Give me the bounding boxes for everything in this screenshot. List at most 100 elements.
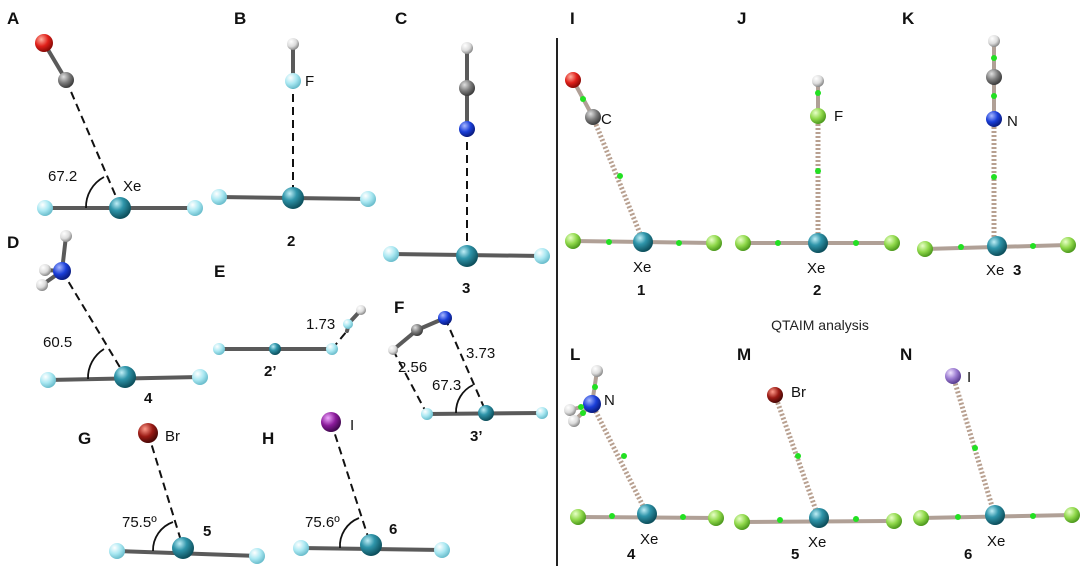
- i-label: I: [350, 417, 354, 434]
- fluorine-atom: [1064, 507, 1080, 523]
- bond-critical-point: [580, 96, 586, 102]
- hydrogen-atom: [388, 345, 398, 355]
- angle-arc: [455, 384, 474, 414]
- nitrogen-atom: [583, 395, 601, 413]
- contact-line: [65, 79, 121, 207]
- xenon-atom: [269, 343, 281, 355]
- nitrogen-atom: [986, 111, 1002, 127]
- fluorine-atom: [109, 543, 125, 559]
- xe-label: Xe: [987, 533, 1005, 550]
- bond-critical-point: [853, 516, 859, 522]
- distance-label: 1.73: [306, 316, 335, 333]
- fluorine-atom: [917, 241, 933, 257]
- panel-letter-n: N: [900, 345, 912, 364]
- bond-critical-point: [991, 55, 997, 61]
- distance-label: 3.73: [466, 345, 495, 362]
- bond-critical-point: [815, 90, 821, 96]
- fluorine-atom: [249, 548, 265, 564]
- panel-g: G Br 75.5º 5: [78, 423, 265, 564]
- iodine-atom: [945, 368, 961, 384]
- f-label: F: [305, 73, 314, 90]
- fluorine-atom: [293, 540, 309, 556]
- panel-f: F 2.56 3.73 67.3 3’: [388, 298, 548, 445]
- xenon-atom: [360, 534, 382, 556]
- br-label: Br: [165, 428, 180, 445]
- bond-critical-point: [676, 240, 682, 246]
- carbon-atom: [459, 80, 475, 96]
- f-label: F: [834, 108, 843, 125]
- fluorine-atom: [708, 510, 724, 526]
- panel-letter-c: C: [395, 9, 407, 28]
- i-label: I: [967, 369, 971, 386]
- xenon-atom: [114, 366, 136, 388]
- panel-letter-f: F: [394, 298, 404, 317]
- fluorine-atom: [1060, 237, 1076, 253]
- c-label: C: [601, 111, 612, 128]
- compound-number: 2’: [264, 363, 277, 380]
- angle-label: 67.3: [432, 377, 461, 394]
- angle-arc: [87, 348, 105, 380]
- angle-arc: [152, 521, 174, 552]
- compound-number: 2: [813, 282, 821, 299]
- bond-critical-point: [795, 453, 801, 459]
- hydrogen-atom: [39, 264, 51, 276]
- panel-n: N I Xe 6: [900, 345, 1080, 563]
- bond-critical-point: [592, 384, 598, 390]
- hydrogen-atom: [36, 279, 48, 291]
- bond-critical-point: [617, 173, 623, 179]
- carbon-atom: [411, 324, 423, 336]
- oxygen-atom: [35, 34, 53, 52]
- xenon-atom: [808, 233, 828, 253]
- bond-critical-point: [991, 93, 997, 99]
- xe-label: Xe: [640, 531, 658, 548]
- compound-number: 5: [203, 523, 211, 540]
- distance-label: 2.56: [398, 359, 427, 376]
- fluorine-atom: [343, 319, 353, 329]
- nitrogen-atom: [438, 311, 452, 325]
- hydrogen-atom: [564, 404, 576, 416]
- panel-letter-k: K: [902, 9, 915, 28]
- bond-critical-point: [775, 240, 781, 246]
- nitrogen-atom: [53, 262, 71, 280]
- compound-number: 3’: [470, 428, 483, 445]
- bond-critical-point: [955, 514, 961, 520]
- panel-letter-a: A: [7, 9, 19, 28]
- fluorine-atom: [285, 73, 301, 89]
- fluorine-atom: [421, 408, 433, 420]
- xe-label: Xe: [808, 534, 826, 551]
- fluorine-atom: [570, 509, 586, 525]
- compound-number: 2: [287, 233, 295, 250]
- panel-letter-d: D: [7, 233, 19, 252]
- panel-i: I C Xe 1: [565, 9, 722, 299]
- compound-number: 3: [462, 280, 470, 297]
- figure-caption: QTAIM analysis: [771, 317, 869, 333]
- compound-number: 6: [964, 546, 972, 563]
- bond-critical-point: [606, 239, 612, 245]
- carbon-atom: [58, 72, 74, 88]
- carbon-atom: [986, 69, 1002, 85]
- panel-l: L N Xe 4: [564, 345, 724, 563]
- bond-critical-point: [958, 244, 964, 250]
- xenon-atom: [985, 505, 1005, 525]
- xe-label: Xe: [123, 178, 141, 195]
- xenon-atom: [282, 187, 304, 209]
- fluorine-atom: [534, 248, 550, 264]
- angle-label: 75.5º: [122, 514, 157, 531]
- compound-number: 5: [791, 546, 799, 563]
- compound-number: 3: [1013, 262, 1021, 279]
- bond-critical-point: [609, 513, 615, 519]
- compound-number: 1: [637, 282, 645, 299]
- xenon-atom: [809, 508, 829, 528]
- oxygen-atom: [565, 72, 581, 88]
- panel-c: C 3: [383, 9, 550, 297]
- fluorine-atom: [37, 200, 53, 216]
- xe-label: Xe: [807, 260, 825, 277]
- xenon-atom: [637, 504, 657, 524]
- hydrogen-atom: [988, 35, 1000, 47]
- hydrogen-atom: [568, 415, 580, 427]
- xenon-atom: [172, 537, 194, 559]
- bond-critical-point: [621, 453, 627, 459]
- fluorine-atom: [434, 542, 450, 558]
- bond-critical-point: [680, 514, 686, 520]
- bond-critical-point: [777, 517, 783, 523]
